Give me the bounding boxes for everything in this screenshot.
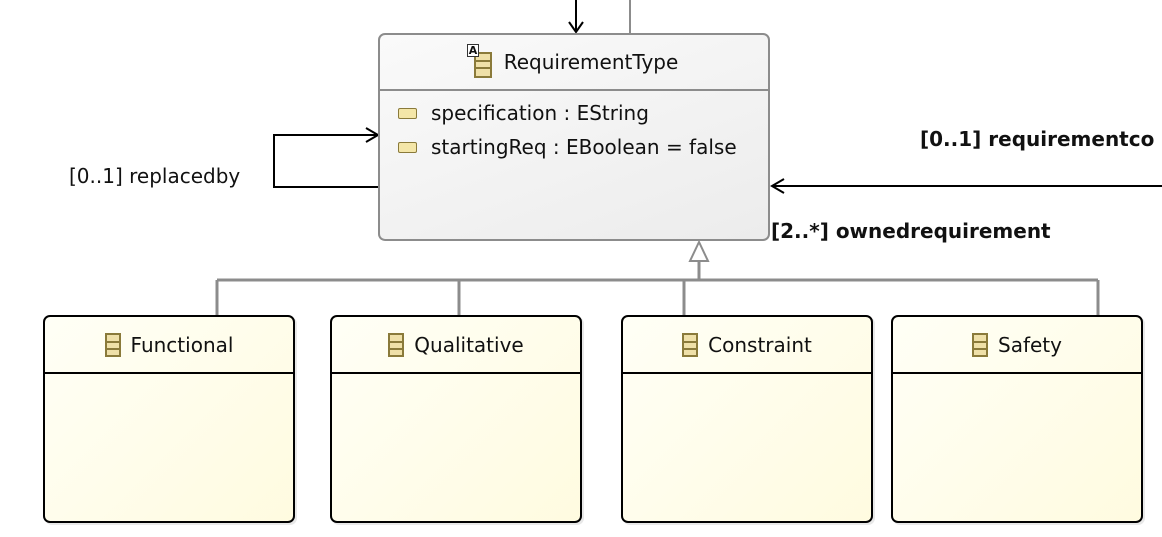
class-icon xyxy=(682,332,699,357)
class-name: RequirementType xyxy=(503,50,679,74)
class-icon xyxy=(388,332,405,357)
replacedby-label: [0..1] replacedby xyxy=(69,164,241,188)
attribute-icon xyxy=(398,107,417,119)
class-header: Safety xyxy=(893,317,1141,374)
attribute-starting-req[interactable]: startingReq : EBoolean = false xyxy=(380,130,768,164)
attribute-icon xyxy=(398,141,417,153)
class-name: Qualitative xyxy=(414,332,524,357)
attribute-label: startingReq : EBoolean = false xyxy=(431,135,737,159)
incoming-reference-arrowhead xyxy=(568,21,584,34)
owned-requirements-arrowhead xyxy=(770,178,785,194)
class-qualitative[interactable]: Qualitative xyxy=(330,315,582,523)
class-requirement-type[interactable]: A RequirementType specification : EStrin… xyxy=(378,33,770,241)
class-header: A RequirementType xyxy=(380,35,768,91)
class-icon xyxy=(104,332,121,357)
abstract-class-icon: A xyxy=(466,44,492,78)
class-header: Functional xyxy=(45,317,293,374)
class-header: Qualitative xyxy=(332,317,580,374)
class-icon xyxy=(972,332,988,357)
generalization-triangle xyxy=(688,239,710,262)
class-header: Constraint xyxy=(623,317,871,374)
class-constraint[interactable]: Constraint xyxy=(621,315,873,523)
replacedby-self-reference-edge[interactable] xyxy=(273,134,378,188)
class-name: Constraint xyxy=(708,332,812,357)
class-name: Functional xyxy=(130,332,234,357)
abstract-marker: A xyxy=(466,44,480,57)
class-safety[interactable]: Safety xyxy=(891,315,1143,523)
owned-requirements-label: [2..*] ownedrequirement xyxy=(771,219,1051,243)
attribute-list: specification : EString startingReq : EB… xyxy=(380,91,768,164)
attribute-label: specification : EString xyxy=(431,101,649,125)
requirement-container-label: [0..1] requirementco xyxy=(920,127,1155,151)
class-name: Safety xyxy=(998,332,1062,357)
attribute-specification[interactable]: specification : EString xyxy=(380,96,768,130)
class-functional[interactable]: Functional xyxy=(43,315,295,523)
